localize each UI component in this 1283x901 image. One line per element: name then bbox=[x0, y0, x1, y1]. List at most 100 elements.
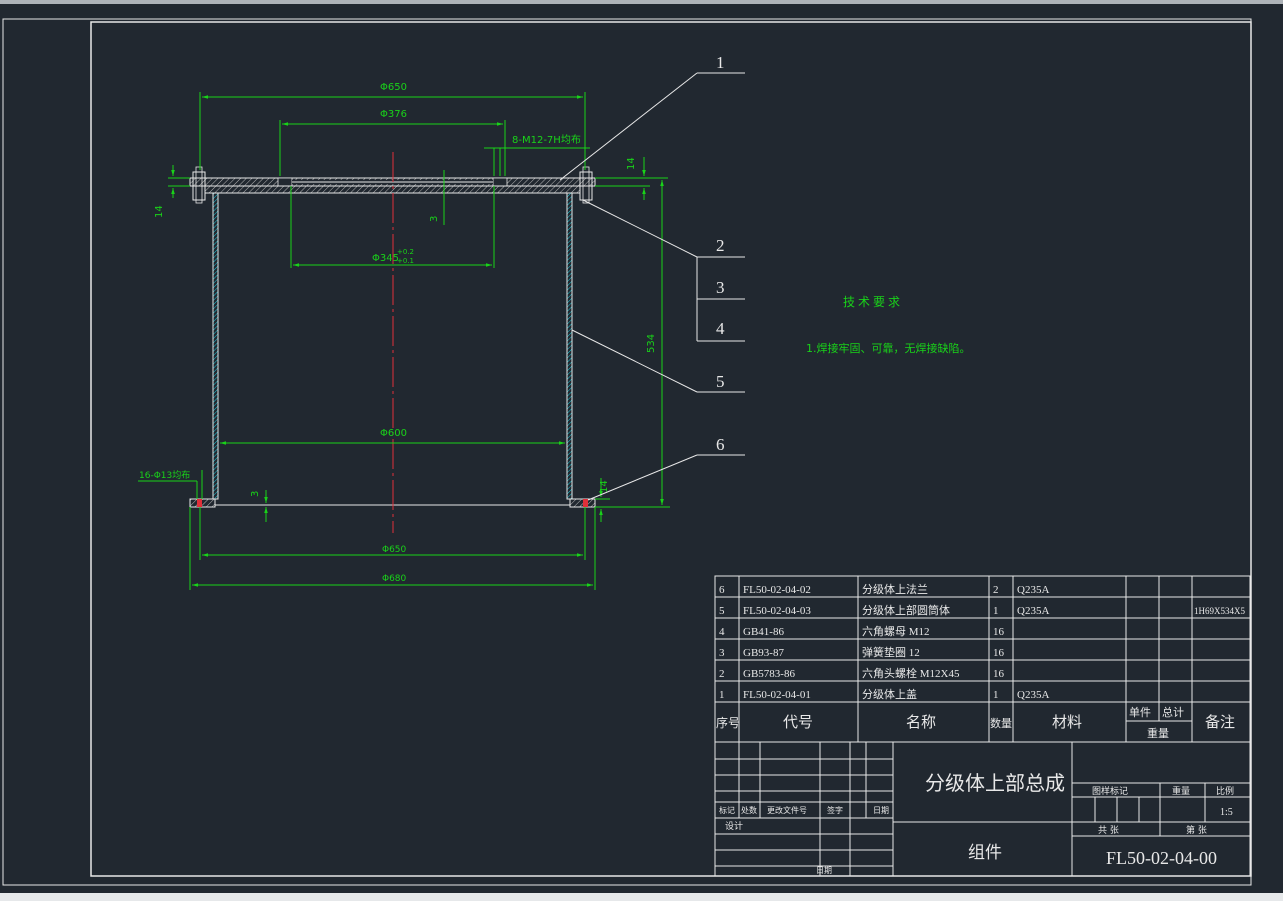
balloon-5: 5 bbox=[716, 372, 725, 391]
bom-cell-code: GB41-86 bbox=[743, 626, 784, 638]
lid-hole-left bbox=[277, 177, 293, 187]
dim-14-right: 14 bbox=[626, 157, 637, 170]
dim-d650-top: Φ650 bbox=[380, 82, 407, 93]
bom-cell-qty: 1 bbox=[993, 689, 999, 701]
sheets-total: 共 张 bbox=[1098, 825, 1119, 836]
bom-header-code: 代号 bbox=[783, 713, 813, 731]
bom-cell-no: 2 bbox=[719, 668, 725, 680]
design-label: 设计 bbox=[725, 820, 743, 832]
bom-cell-name: 分级体上部圆筒体 bbox=[862, 603, 950, 617]
bottom-hole-right bbox=[583, 499, 588, 507]
dim-d600: Φ600 bbox=[380, 428, 407, 439]
dim-534: 534 bbox=[646, 334, 657, 353]
balloon-2: 2 bbox=[716, 236, 725, 255]
rev-label-date: 日期 bbox=[873, 806, 889, 815]
stage-label: 图样标记 bbox=[1092, 785, 1128, 797]
bom-cell-qty: 2 bbox=[993, 584, 999, 596]
bom-cell-name: 六角螺母 M12 bbox=[862, 625, 930, 638]
dim-holes-top: 8-M12-7H均布 bbox=[512, 134, 581, 146]
lid-hole-right bbox=[492, 177, 508, 187]
balloon-leaders bbox=[559, 72, 745, 501]
bolt-left-shank bbox=[195, 166, 203, 204]
bom-cell-no: 6 bbox=[719, 584, 725, 596]
bom-row: 3 GB93-87 弹簧垫圈 12 16 bbox=[719, 645, 1005, 659]
dim-14-left: 14 bbox=[154, 205, 165, 218]
balloon-numbers: 1 2 3 4 5 6 bbox=[716, 53, 725, 454]
dim-d376: Φ376 bbox=[380, 109, 407, 120]
tech-req-title: 技术要求 bbox=[843, 295, 903, 309]
part-view bbox=[189, 152, 596, 533]
dim-d345-tol-upper: +0.2 bbox=[397, 248, 414, 256]
bom-header-weight: 重量 bbox=[1147, 726, 1169, 740]
tech-req-item-1: 1.焊接牢固、可靠，无焊接缺陷。 bbox=[806, 341, 971, 355]
dim-d650-bottom: Φ650 bbox=[382, 545, 407, 555]
dim-14-bottom: 14 bbox=[599, 480, 610, 493]
bom-row: 6 FL50-02-04-02 分级体上法兰 2 Q235A bbox=[719, 582, 1049, 596]
outer-frame bbox=[2, 18, 1252, 886]
bom-row: 5 FL50-02-04-03 分级体上部圆筒体 1 Q235A 1H69X53… bbox=[719, 603, 1245, 617]
balloon-3: 3 bbox=[716, 278, 725, 297]
bom-cell-no: 1 bbox=[719, 689, 725, 701]
drawing-title: 分级体上部总成 bbox=[925, 771, 1065, 795]
bom-cell-qty: 16 bbox=[993, 668, 1005, 680]
drawing-number: FL50-02-04-00 bbox=[1106, 848, 1217, 868]
bom-header-qty: 数量 bbox=[990, 717, 1012, 730]
dim-d345-tol-lower: +0.1 bbox=[397, 257, 414, 265]
bom-cell-no: 5 bbox=[719, 605, 725, 617]
cylinder-wall-right bbox=[566, 192, 573, 500]
bom-cell-name: 弹簧垫圈 12 bbox=[862, 645, 920, 659]
bom-cell-code: GB93-87 bbox=[743, 647, 784, 659]
bom-cell-material: Q235A bbox=[1017, 605, 1049, 617]
bom-row: 2 GB5783-86 六角头螺栓 M12X45 16 bbox=[719, 666, 1005, 680]
bom-header-no: 序号 bbox=[716, 715, 740, 730]
weight-label: 重量 bbox=[1172, 785, 1190, 797]
sheet-number: 第 张 bbox=[1186, 824, 1207, 836]
bom-cell-code: FL50-02-04-03 bbox=[743, 605, 811, 617]
dim-3-bottom: 3 bbox=[250, 491, 261, 497]
cylinder-wall-left bbox=[212, 192, 219, 500]
date-label: 日期 bbox=[816, 866, 832, 875]
bom-cell-qty: 1 bbox=[993, 605, 999, 617]
bottom-status-bar bbox=[0, 893, 1283, 901]
balloon-1: 1 bbox=[716, 53, 725, 72]
dimension-texts: Φ650 Φ376 8-M12-7H均布 Φ345 +0.2 +0.1 Φ600… bbox=[139, 82, 657, 584]
top-window-bar bbox=[0, 0, 1283, 4]
rev-label-sign: 签字 bbox=[827, 805, 843, 815]
bom-cell-name: 分级体上盖 bbox=[862, 687, 917, 701]
bom-cell-qty: 16 bbox=[993, 647, 1005, 659]
bom-cell-qty: 16 bbox=[993, 626, 1005, 638]
dim-3-top: 3 bbox=[429, 216, 440, 222]
bom-header-remark: 备注 bbox=[1205, 713, 1235, 731]
dimensions bbox=[138, 92, 670, 590]
bom-cell-material: Q235A bbox=[1017, 689, 1049, 701]
title-block-grid bbox=[714, 741, 1251, 877]
bom-cell-no: 4 bbox=[719, 626, 725, 638]
bottom-flange-right bbox=[569, 498, 596, 508]
bom-header: 序号 代号 名称 数量 材料 单件 总计 重量 备注 bbox=[716, 705, 1235, 740]
rev-label-mark: 标记 bbox=[719, 805, 735, 815]
bolt-right-shank bbox=[582, 166, 590, 204]
bolt-right bbox=[579, 171, 593, 201]
bolt-left bbox=[192, 171, 206, 201]
bom-cell-code: FL50-02-04-02 bbox=[743, 584, 811, 596]
bom-cell-remark: 1H69X534X5 bbox=[1194, 606, 1245, 616]
bom-cell-material: Q235A bbox=[1017, 584, 1049, 596]
bom-cell-no: 3 bbox=[719, 647, 725, 659]
bottom-flange-left bbox=[189, 498, 216, 508]
title-block-texts: 分级体上部总成 组件 FL50-02-04-00 图样标记 重量 比例 1:5 … bbox=[719, 771, 1234, 875]
bom-header-name: 名称 bbox=[906, 713, 936, 731]
bottom-hole-left bbox=[197, 499, 202, 507]
rev-label-count: 处数 bbox=[741, 805, 757, 815]
rev-label-file: 更改文件号 bbox=[767, 805, 807, 815]
dim-holes-bottom: 16-Φ13均布 bbox=[139, 469, 190, 481]
dim-d680: Φ680 bbox=[382, 574, 407, 584]
scale-value: 1:5 bbox=[1220, 807, 1233, 818]
bom-cell-name: 分级体上法兰 bbox=[862, 582, 928, 596]
bom-cell-code: GB5783-86 bbox=[743, 668, 795, 680]
bom-grid bbox=[714, 575, 1251, 743]
bom-header-unit: 单件 bbox=[1129, 706, 1151, 719]
inner-frame bbox=[90, 21, 1252, 877]
bom-rows: 6 FL50-02-04-02 分级体上法兰 2 Q235A 5 FL50-02… bbox=[719, 582, 1245, 701]
balloon-6: 6 bbox=[716, 435, 725, 454]
